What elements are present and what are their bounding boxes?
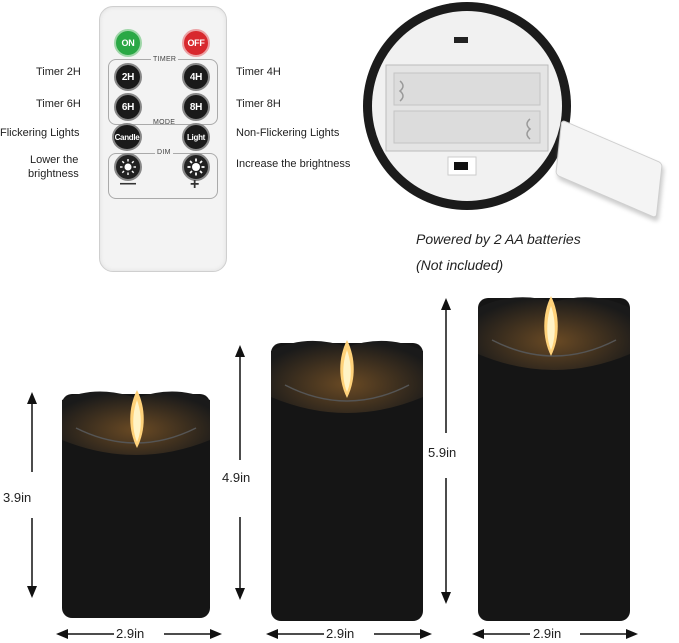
sun-bright-icon <box>187 158 205 176</box>
power-on-button[interactable]: ON <box>114 29 142 57</box>
lower-brightness-label-line1: Lower the <box>30 154 79 166</box>
height-arrow-medium <box>235 345 245 600</box>
flame-icon <box>340 340 354 398</box>
timer-8h-label: Timer 8H <box>236 98 281 110</box>
power-off-button[interactable]: OFF <box>182 29 210 57</box>
width-arrow-medium <box>266 629 432 639</box>
candle-mode-button[interactable]: Candle <box>112 123 142 151</box>
battery-compartment <box>372 11 562 201</box>
lower-brightness-label-line2: brightness <box>28 168 79 180</box>
minus-symbol: — <box>120 175 136 192</box>
width-label-medium: 2.9in <box>326 626 355 641</box>
sun-dim-icon <box>120 159 136 175</box>
dim-section-label: DIM <box>155 149 173 156</box>
flame-icon <box>544 296 558 356</box>
timer-section-label: TIMER <box>151 56 179 63</box>
battery-cover <box>555 119 663 219</box>
dim-down-button[interactable] <box>114 153 142 181</box>
dim-up-button[interactable] <box>182 153 210 181</box>
timer-2h-button[interactable]: 2H <box>114 63 142 91</box>
flickering-label: Flickering Lights <box>0 127 80 139</box>
non-flickering-label: Non-Flickering Lights <box>236 127 340 139</box>
timer-6h-label: Timer 6H <box>36 98 81 110</box>
timer-4h-button[interactable]: 4H <box>182 63 210 91</box>
light-mode-button[interactable]: Light <box>182 123 210 151</box>
width-arrow-small <box>56 629 222 639</box>
timer-4h-label: Timer 4H <box>236 66 281 78</box>
height-label-small: 3.9in <box>3 490 32 505</box>
battery-note: (Not included) <box>416 257 504 273</box>
height-arrow-small <box>27 392 37 598</box>
battery-compartment-illustration <box>385 37 549 176</box>
height-label-medium: 4.9in <box>222 470 251 485</box>
mode-section-label: MODE <box>153 119 176 126</box>
width-label-large: 2.9in <box>533 626 562 641</box>
flame-icon <box>130 390 144 448</box>
height-label-large: 5.9in <box>428 445 457 460</box>
timer-6h-button[interactable]: 6H <box>114 93 142 121</box>
battery-caption: Powered by 2 AA batteries <box>416 231 581 247</box>
plus-symbol: + <box>190 176 200 193</box>
timer-2h-label: Timer 2H <box>36 66 81 78</box>
remote-control: ON OFF TIMER 2H 4H 6H 8H MODE Candle Lig… <box>99 6 227 272</box>
timer-8h-button[interactable]: 8H <box>182 93 210 121</box>
width-arrow-large <box>472 629 638 639</box>
increase-brightness-label: Increase the brightness <box>236 158 351 170</box>
height-arrow-large <box>441 298 451 604</box>
width-label-small: 2.9in <box>116 626 145 641</box>
